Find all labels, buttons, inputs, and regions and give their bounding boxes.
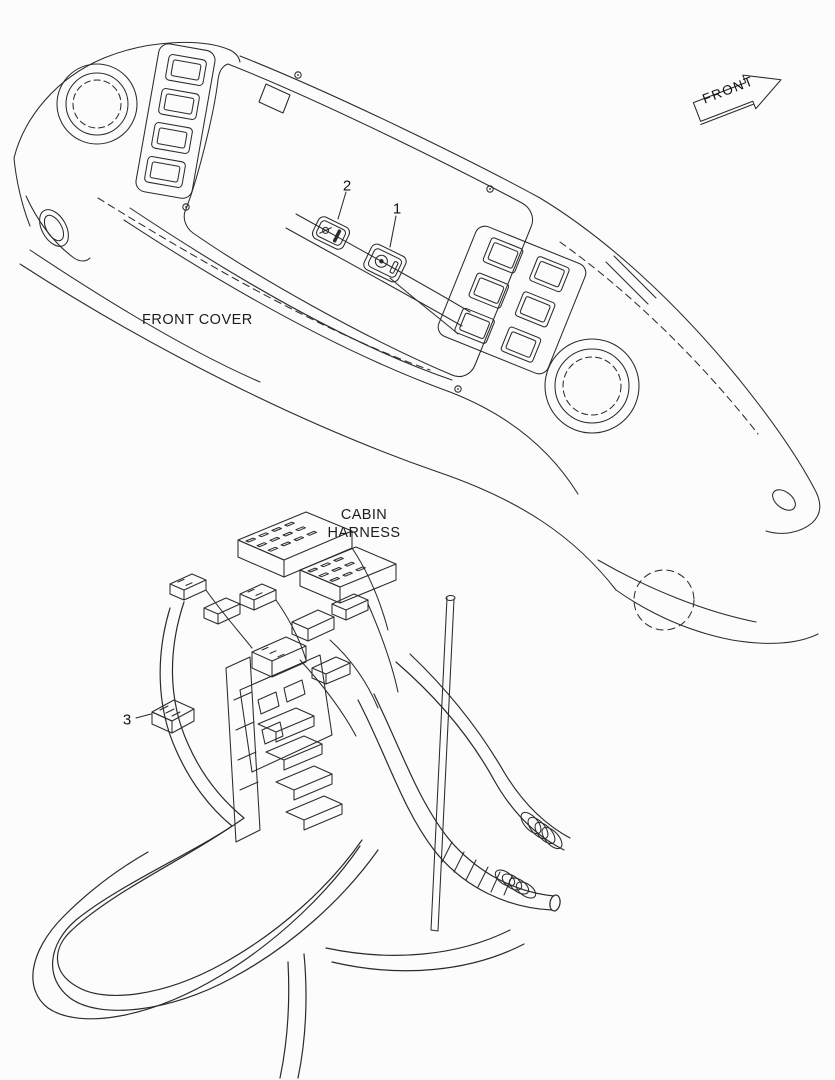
left-switch-slot-column (135, 43, 216, 199)
harness-assembly (32, 511, 571, 1079)
connector-ladder (257, 707, 343, 831)
fuse-box-b (299, 546, 397, 604)
cabin-harness-label-line1: CABIN (340, 507, 388, 523)
part-3-connector (151, 699, 195, 734)
left-speaker-circle (56, 63, 138, 145)
callout-3: 3 (122, 711, 132, 729)
ring-fittings (494, 811, 563, 899)
cabin-harness-label-line2: HARNESS (327, 525, 401, 541)
front-direction-arrow-icon (692, 74, 782, 126)
right-switch-slot-grid (437, 225, 587, 375)
callout-2: 2 (342, 177, 352, 195)
screw-marks (182, 71, 494, 393)
callout-1: 1 (392, 200, 402, 218)
support-rod (430, 594, 456, 932)
callout-leader-lines (135, 191, 459, 719)
switch-part-2 (311, 216, 351, 250)
harness-tubes (32, 601, 571, 1079)
front-cover-label: FRONT COVER (142, 312, 253, 328)
mounting-bracket (225, 654, 333, 843)
wire-runs (205, 547, 399, 737)
switch-part-1 (363, 243, 407, 283)
corrugated-hose-ticks (441, 841, 513, 896)
front-cover-outline (13, 41, 821, 644)
connector-blocks (169, 573, 369, 685)
vent-oval (39, 209, 69, 247)
right-speaker-circle (544, 338, 640, 434)
cabin-harness-label: CABIN HARNESS (318, 506, 410, 542)
dashed-construction-lines (97, 197, 759, 631)
